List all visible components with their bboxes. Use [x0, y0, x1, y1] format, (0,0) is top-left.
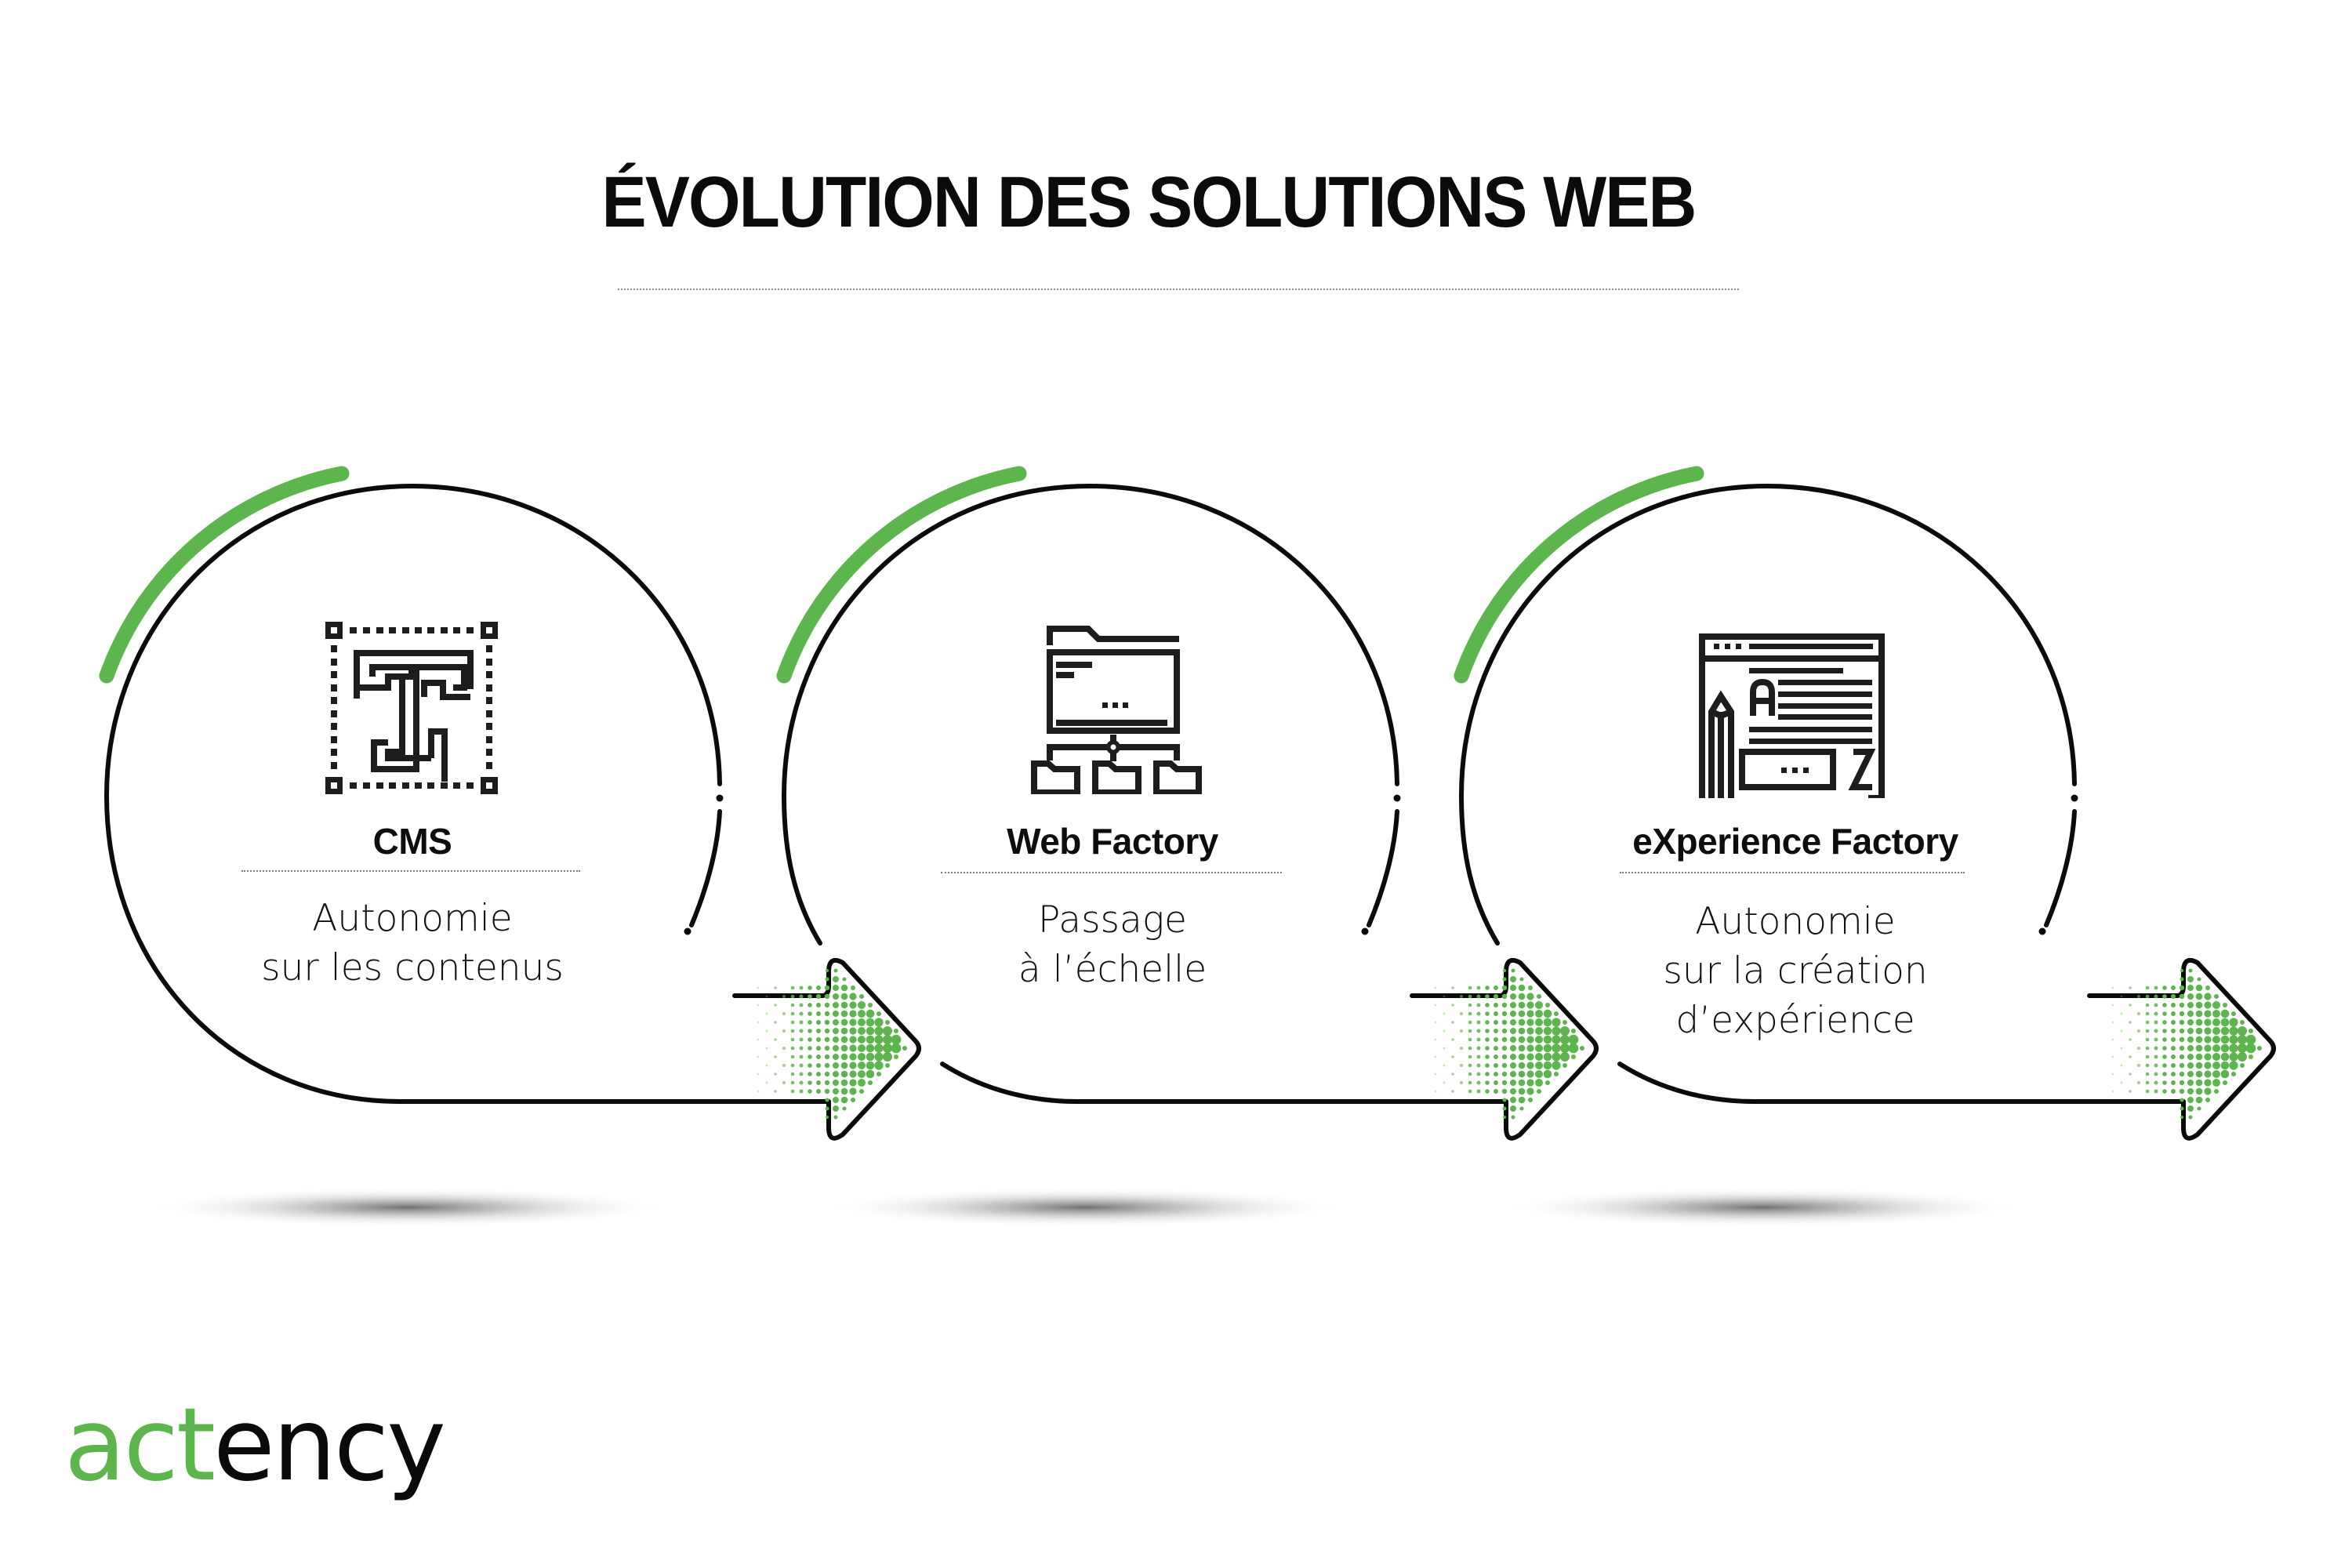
stage-divider-1 [241, 870, 580, 872]
stage-loop-2 [781, 483, 1599, 1141]
description-line: Autonomie [312, 897, 513, 940]
page-title: ÉVOLUTION DES SOLUTIONS WEB [601, 162, 1697, 242]
stage-label-web-factory: Web Factory [1007, 821, 1218, 862]
description-line: sur les contenus [261, 946, 564, 989]
green-arc-3 [1454, 466, 1704, 684]
shadow-2 [818, 1187, 1352, 1228]
actency-logo: actency [64, 1396, 446, 1496]
folder-hierarchy-icon [1031, 626, 1202, 794]
shadow-1 [141, 1187, 674, 1228]
stage-description-3: Autonomie sur la création d’expérience [1576, 897, 2015, 1045]
description-line: à l’échelle [1018, 948, 1207, 991]
stage-loop-3 [1458, 483, 2276, 1141]
stage-label-experience-factory: eXperience Factory [1632, 821, 1958, 862]
green-arc-1 [99, 466, 350, 684]
stage-divider-3 [1620, 872, 1965, 873]
logo-part-black: ency [213, 1387, 446, 1504]
stage-divider-2 [941, 872, 1282, 873]
stage-description-1: Autonomie sur les contenus [193, 894, 632, 993]
stage-description-2: Passage à l’échelle [893, 895, 1332, 994]
web-design-layout-icon [1699, 633, 1885, 798]
stage-loop-1 [103, 483, 921, 1141]
description-line: sur la création [1663, 949, 1928, 993]
green-arc-2 [776, 466, 1027, 684]
logo-part-green: act [64, 1387, 216, 1504]
title-divider [618, 289, 1739, 290]
description-line: d’expérience [1675, 999, 1915, 1042]
description-line: Passage [1038, 898, 1187, 942]
text-tool-icon [325, 622, 498, 794]
shadow-3 [1496, 1187, 2029, 1228]
stage-label-cms: CMS [372, 821, 452, 862]
description-line: Autonomie [1695, 900, 1896, 943]
